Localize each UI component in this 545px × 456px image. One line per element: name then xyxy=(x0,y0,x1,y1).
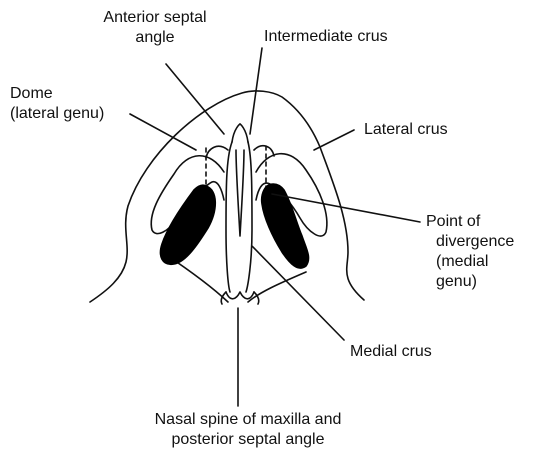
label-point-of-divergence-line2: divergence xyxy=(436,232,514,252)
label-point-of-divergence-line1: Point of xyxy=(426,212,514,232)
leader-dome xyxy=(130,114,196,150)
left-medial-crus xyxy=(226,142,232,292)
label-point-of-divergence-line4: genu) xyxy=(436,272,514,292)
columella-base xyxy=(226,292,254,299)
columella-tip-right xyxy=(240,124,248,142)
label-dome-line1: Dome xyxy=(10,84,104,104)
right-footplate xyxy=(254,292,259,304)
leader-lateral-crus xyxy=(314,130,354,150)
columella-tip-left xyxy=(232,124,240,142)
label-dome-line2: (lateral genu) xyxy=(10,104,104,124)
label-anterior-septal-angle-line1: Anterior septal xyxy=(80,8,230,28)
leader-anterior-septal-angle xyxy=(166,64,224,134)
label-lateral-crus: Lateral crus xyxy=(364,120,448,140)
intermediate-crus-strip xyxy=(236,150,244,236)
label-nasal-spine-line1: Nasal spine of maxilla and xyxy=(128,410,368,430)
right-medial-crus xyxy=(246,142,252,292)
label-dome: Dome (lateral genu) xyxy=(10,84,104,124)
label-intermediate-crus: Intermediate crus xyxy=(264,27,388,47)
label-anterior-septal-angle: Anterior septal angle xyxy=(80,8,230,48)
label-point-of-divergence-line3: (medial xyxy=(436,252,514,272)
label-point-of-divergence: Point of divergence (medial genu) xyxy=(426,212,514,292)
label-nasal-spine: Nasal spine of maxilla and posterior sep… xyxy=(128,410,368,450)
left-dome-inner xyxy=(206,146,228,158)
left-nostril xyxy=(161,185,216,264)
label-anterior-septal-angle-line2: angle xyxy=(80,28,230,48)
right-dome-inner xyxy=(254,146,274,156)
label-nasal-spine-line2: posterior septal angle xyxy=(128,430,368,450)
label-medial-crus: Medial crus xyxy=(350,342,432,362)
right-alar-base xyxy=(248,272,306,302)
